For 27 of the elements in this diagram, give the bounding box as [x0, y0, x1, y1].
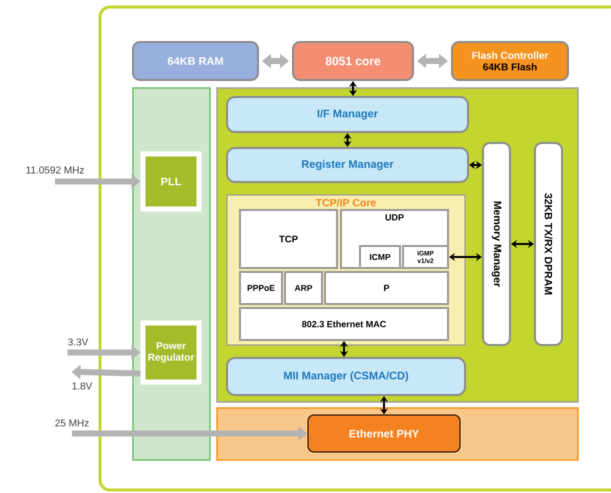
power-regulator-block: Power Regulator — [140, 320, 202, 384]
protocol-block: 802.3 Ethernet MAC — [239, 307, 449, 341]
double-arrow — [469, 160, 482, 170]
protocol-block: PPPoE — [239, 271, 283, 305]
manager-block: MII Manager (CSMA/CD) — [226, 357, 466, 396]
double-arrow — [343, 133, 352, 147]
protocol-block: ICMP — [359, 245, 401, 269]
protocol-block: TCP — [239, 209, 338, 269]
dpram-block: 32KB TX/RX DPRAM — [534, 142, 563, 346]
pll-block: PLL — [140, 152, 202, 212]
manager-block: I/F Manager — [226, 96, 469, 133]
double-arrow — [348, 81, 358, 96]
protocol-block: ARP — [284, 271, 323, 305]
signal-label: 11.0592 MHz — [26, 166, 84, 174]
double-arrow — [340, 341, 348, 357]
memory-block: 64KB RAM — [132, 41, 259, 81]
double-arrow — [511, 240, 534, 248]
memory-manager-block: Memory Manager — [482, 142, 511, 346]
cpu-core-block: 8051 core — [292, 41, 414, 81]
flash-block: Flash Controller 64KB Flash — [451, 41, 569, 81]
double-arrow — [449, 252, 482, 262]
signal-label: 3.3V — [68, 338, 88, 346]
phy-block: Ethernet PHY — [308, 414, 460, 452]
double-arrow — [380, 396, 388, 414]
signal-label: 25 MHz — [55, 419, 89, 427]
signal-label: 1.8V — [72, 382, 92, 390]
manager-block: Register Manager — [226, 147, 469, 183]
